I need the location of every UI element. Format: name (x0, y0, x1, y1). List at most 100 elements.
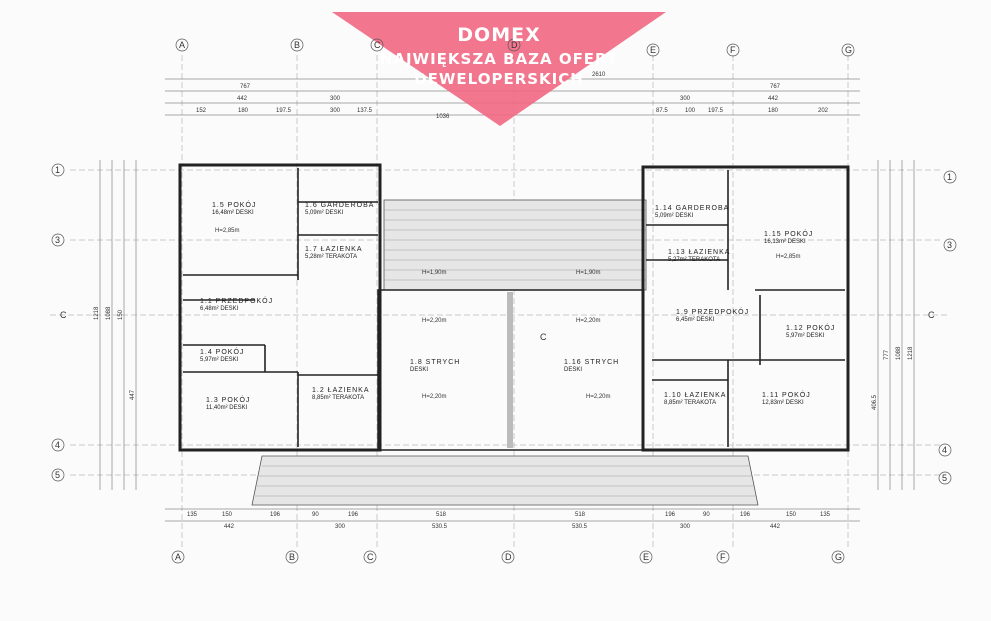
svg-text:H=1,90m: H=1,90m (422, 270, 447, 276)
axis-label: 4 (942, 445, 947, 455)
interior-walls (183, 168, 845, 448)
axis-label: A (179, 40, 185, 50)
svg-text:1.8 STRYCH: 1.8 STRYCH (410, 359, 460, 366)
dim-value: 180 (238, 108, 249, 114)
svg-text:DESKI: DESKI (564, 367, 582, 373)
dim-total: 2610 (592, 72, 606, 78)
axis-label: 3 (947, 240, 952, 250)
svg-text:1.2 ŁAZIENKA: 1.2 ŁAZIENKA (312, 387, 370, 394)
dim-value: 442 (770, 524, 781, 530)
dim-value: 406.5 (872, 394, 878, 410)
dim-value: 180 (768, 108, 779, 114)
dimensions-side: 1218 1088 447 150 777 1088 1218 406.5 (94, 306, 914, 410)
svg-text:1.12 POKÓJ: 1.12 POKÓJ (786, 323, 835, 332)
dim-value: 300 (330, 96, 341, 102)
svg-text:1.1 PRZEDPOKÓJ: 1.1 PRZEDPOKÓJ (200, 296, 273, 305)
exterior-walls (178, 163, 850, 452)
axis-label: 4 (55, 440, 60, 450)
svg-text:1.11 POKÓJ: 1.11 POKÓJ (762, 390, 811, 399)
svg-text:6,45m² DESKI: 6,45m² DESKI (676, 317, 715, 323)
dim-value: 196 (740, 512, 751, 518)
dim-value: 442 (768, 96, 779, 102)
dim-value: 300 (330, 108, 341, 114)
svg-text:H=2,20m: H=2,20m (422, 394, 447, 400)
svg-text:11,40m² DESKI: 11,40m² DESKI (206, 405, 248, 411)
section-label: C (60, 310, 67, 320)
svg-text:1.14 GARDEROBA: 1.14 GARDEROBA (655, 205, 729, 212)
room-labels: 1.5 POKÓJ 16,48m² DESKI 1.6 GARDEROBA 5,… (200, 200, 835, 411)
svg-text:1.4 POKÓJ: 1.4 POKÓJ (200, 347, 244, 356)
svg-text:12,83m² DESKI: 12,83m² DESKI (762, 400, 804, 406)
svg-text:1.5 POKÓJ: 1.5 POKÓJ (212, 200, 256, 209)
axis-label: B (294, 40, 300, 50)
svg-text:1.9 PRZEDPOKÓJ: 1.9 PRZEDPOKÓJ (676, 307, 749, 316)
svg-text:5,27m² TERAKOTA: 5,27m² TERAKOTA (668, 257, 720, 263)
dim-value: 196 (348, 512, 359, 518)
dim-value: 1218 (908, 346, 914, 360)
svg-text:8,85m² TERAKOTA: 8,85m² TERAKOTA (664, 400, 716, 406)
axis-label: E (643, 552, 649, 562)
svg-text:1.3 POKÓJ: 1.3 POKÓJ (206, 395, 250, 404)
dim-value: 87.5 (656, 108, 668, 114)
dim-value: 1088 (106, 306, 112, 320)
svg-text:5,97m² DESKI: 5,97m² DESKI (200, 357, 239, 363)
svg-text:1.7 ŁAZIENKA: 1.7 ŁAZIENKA (305, 246, 363, 253)
axis-labels: A B C D E F G A B C D E F G 1 3 4 5 1 3 … (55, 40, 952, 562)
axis-label: D (505, 552, 512, 562)
dim-value: 530.5 (432, 524, 448, 530)
dim-value: 137.5 (357, 108, 373, 114)
watermark-banner: DOMEX NAJWIĘKSZA BAZA OFERT DEWELOPERSKI… (332, 10, 666, 130)
svg-text:H=1,90m: H=1,90m (576, 270, 601, 276)
dim-value: 777 (884, 349, 890, 360)
dim-value: 150 (222, 512, 233, 518)
axis-label: 3 (55, 235, 60, 245)
svg-text:H=2,85m: H=2,85m (215, 228, 240, 234)
dim-value: 300 (335, 524, 346, 530)
dim-value: 442 (224, 524, 235, 530)
dim-value: 135 (187, 512, 198, 518)
dim-value: 767 (770, 84, 781, 90)
dim-value: 202 (818, 108, 829, 114)
axis-markers-top (51, 38, 957, 564)
svg-text:H=2,20m: H=2,20m (576, 318, 601, 324)
svg-text:1.13 ŁAZIENKA: 1.13 ŁAZIENKA (668, 249, 730, 256)
axis-label: A (175, 552, 181, 562)
dim-value: 518 (575, 512, 586, 518)
svg-text:6,48m² DESKI: 6,48m² DESKI (200, 306, 239, 312)
svg-text:H=2,20m: H=2,20m (422, 318, 447, 324)
dim-value: 197.5 (276, 108, 292, 114)
section-label: C (540, 332, 547, 342)
roof-slope-top (383, 199, 647, 291)
axis-label: F (730, 45, 736, 55)
section-label: C (928, 310, 935, 320)
dim-total: 1036 (436, 114, 450, 120)
dim-value: 518 (436, 512, 447, 518)
svg-text:16,48m² DESKI: 16,48m² DESKI (212, 210, 254, 216)
roof-slope-bottom (251, 455, 759, 506)
svg-text:5,09m² DESKI: 5,09m² DESKI (305, 210, 344, 216)
axis-label: 1 (947, 172, 952, 182)
banner-brand: DOMEX (457, 24, 541, 46)
dim-value: 100 (685, 108, 696, 114)
dim-value: 442 (237, 96, 248, 102)
svg-text:5,28m² TERAKOTA: 5,28m² TERAKOTA (305, 254, 357, 260)
svg-text:1.10 ŁAZIENKA: 1.10 ŁAZIENKA (664, 392, 726, 399)
dim-value: 135 (820, 512, 831, 518)
banner-shape (332, 12, 666, 126)
dim-value: 767 (240, 84, 251, 90)
dim-value: 152 (196, 108, 207, 114)
dim-value: 196 (270, 512, 281, 518)
banner-line1: NAJWIĘKSZA BAZA OFERT (379, 50, 619, 68)
axis-label: 1 (55, 165, 60, 175)
svg-text:16,13m² DESKI: 16,13m² DESKI (764, 239, 806, 245)
dim-value: 150 (786, 512, 797, 518)
dimensions-bottom: 135 150 196 90 196 518 518 196 90 196 15… (187, 512, 831, 530)
dim-value: 300 (680, 96, 691, 102)
svg-text:1.16 STRYCH: 1.16 STRYCH (564, 359, 619, 366)
banner-line2: DEWELOPERSKICH (414, 70, 584, 88)
axis-label: 5 (942, 473, 947, 483)
dimension-lines-top (99, 78, 915, 522)
svg-text:5,09m² DESKI: 5,09m² DESKI (655, 213, 694, 219)
svg-text:H=2,20m: H=2,20m (586, 394, 611, 400)
axis-label: G (845, 45, 852, 55)
